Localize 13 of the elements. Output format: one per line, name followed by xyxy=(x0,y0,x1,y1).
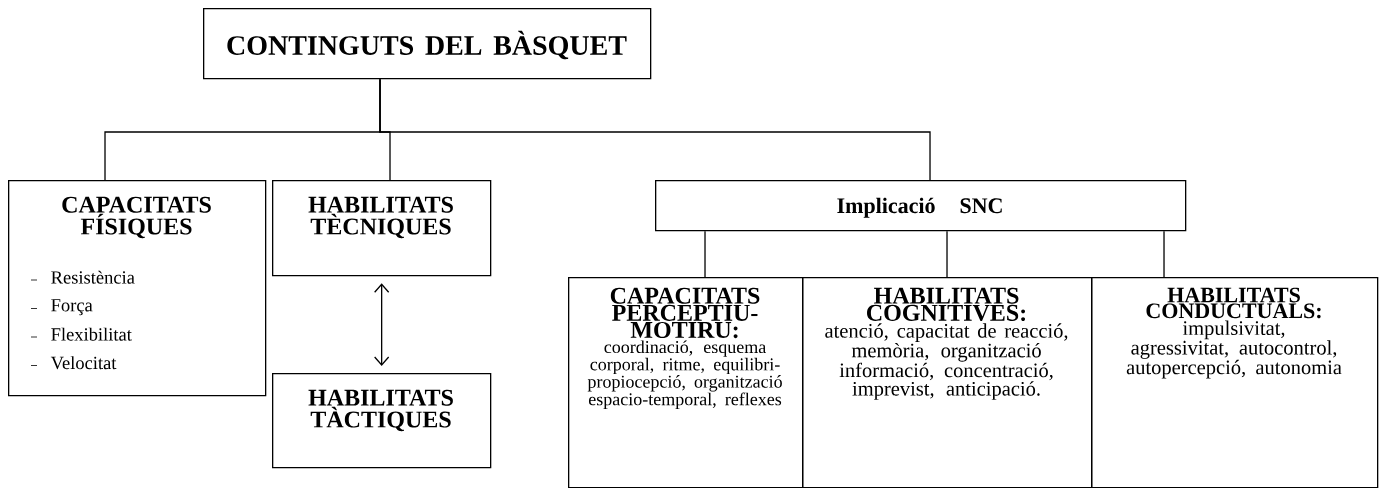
category-box: HABILITATS TÀCTIQUES xyxy=(272,373,492,469)
connector-line xyxy=(379,78,931,181)
category-box: HABILITATS COGNITIVES: atenció, capacitat de reacció, memòria, organització informació, concentració, imprevist, anticipació. xyxy=(802,277,1093,488)
category-box: HABILITATS TÈCNIQUES xyxy=(272,180,492,277)
connector-line xyxy=(1163,230,1165,278)
connector-line xyxy=(946,230,948,278)
title-box: CONTINGUTS DEL BÀSQUET xyxy=(203,8,652,80)
connector-line xyxy=(704,230,706,278)
category-box: HABILITATS CONDUCTUALS: impulsivitat, agressivitat, autocontrol, autopercepció, autonomia xyxy=(1091,277,1379,488)
category-box: Implicació SNC xyxy=(655,180,1187,232)
double-arrow xyxy=(374,283,390,366)
category-box: CAPACITATS FÍSIQUES Resistència Força Flexibilitat Velocitat xyxy=(8,180,267,397)
category-box: CAPACITATS PERCEPTIU-MOTIRU: coordinació, esquema corporal, ritme, equilibri-propiocepció, organització espacio-temporal, reflexes xyxy=(568,277,804,488)
